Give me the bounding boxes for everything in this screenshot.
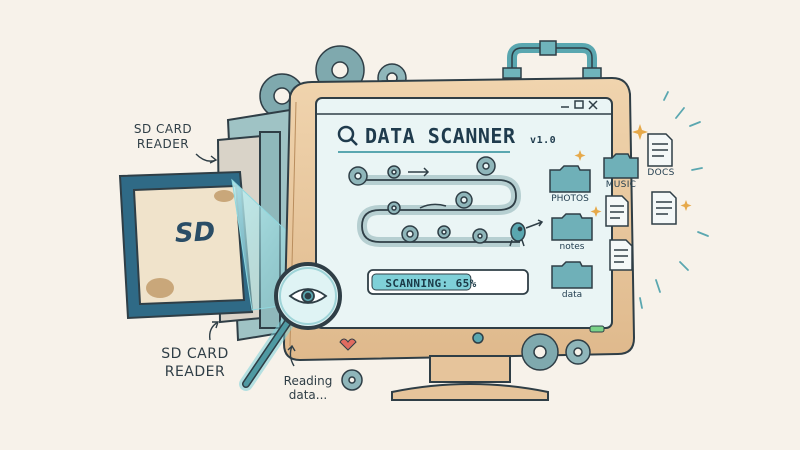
- maximize-icon[interactable]: [574, 100, 584, 109]
- app-version: v1.0: [530, 135, 557, 146]
- sd-card: [118, 170, 254, 320]
- conveyor: [356, 175, 522, 247]
- gear-icon: [437, 225, 451, 239]
- folder-label-notes: notes: [559, 242, 585, 252]
- gear-icon: [472, 228, 488, 244]
- robot-icon: [509, 222, 526, 247]
- power-button[interactable]: [472, 332, 484, 344]
- magnifying-glass: [239, 262, 342, 391]
- folder-icon: [551, 261, 593, 289]
- eye-icon: [288, 288, 328, 304]
- document-icon: [609, 239, 633, 271]
- folder-icon: [549, 165, 591, 193]
- folder-label-photos: PHOTOS: [551, 194, 589, 204]
- annotation-sd-reader-top: SD CARD READER: [133, 122, 193, 151]
- close-icon[interactable]: [588, 100, 598, 110]
- output-label-docs: DOCS: [647, 168, 675, 178]
- gear-icon: [348, 166, 368, 186]
- pipe-handle: [502, 40, 602, 88]
- folder-label-data: data: [561, 290, 583, 300]
- document-icon: [651, 191, 677, 225]
- gear-icon: [565, 339, 591, 365]
- gear-icon: [387, 201, 401, 215]
- heart-icon: [339, 338, 357, 351]
- progress-fill: [371, 273, 472, 291]
- document-icon: [605, 195, 629, 227]
- gear-icon: [387, 165, 401, 179]
- annotation-arrow: [195, 153, 296, 367]
- window-title: DATA SCANNER v1.0: [365, 124, 556, 148]
- annotation-sd-reader-bottom: SD CARD READER: [161, 346, 229, 380]
- status-led: [589, 325, 605, 333]
- annotation-reading-data: Reading data...: [283, 374, 333, 403]
- arrow-icon: [408, 167, 544, 229]
- document-icon: [647, 133, 673, 167]
- search-icon: [337, 125, 358, 146]
- gear-icon: [401, 225, 419, 243]
- gear-icon: [341, 369, 363, 391]
- progress-label: SCANNING: 65%: [385, 276, 477, 290]
- output-label-music: MUSIC: [605, 180, 637, 190]
- folder-icon: [551, 213, 593, 241]
- gear-icon: [476, 156, 496, 176]
- monitor-stand: [391, 355, 549, 401]
- sd-logo: SD: [174, 216, 216, 250]
- radiating-lines: [639, 91, 709, 309]
- progress-bar: [367, 269, 529, 295]
- folder-icon: [603, 153, 639, 179]
- sparkle-icon: [574, 124, 692, 217]
- gear-icon: [455, 191, 473, 209]
- app-name: DATA SCANNER: [365, 124, 516, 148]
- gear-icon: [521, 333, 559, 371]
